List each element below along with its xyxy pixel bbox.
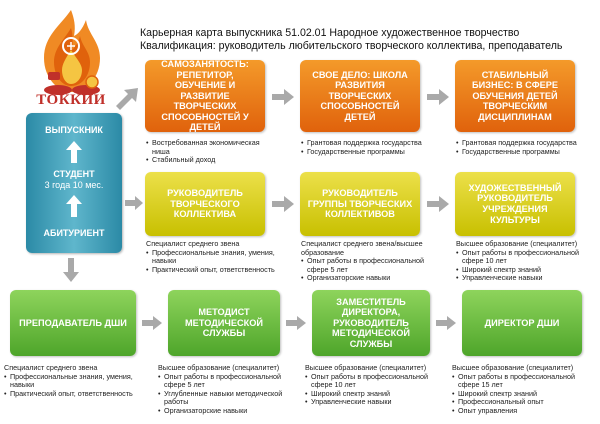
arrow-down-icon (63, 258, 79, 282)
methodist-box: МЕТОДИСТ МЕТОДИЧЕСКОЙ СЛУЖБЫ (168, 290, 280, 356)
dshi-teacher-box: ПРЕПОДАВАТЕЛЬ ДШИ (10, 290, 136, 356)
arrow-right-icon (286, 316, 306, 330)
arrow-right-icon (272, 89, 294, 105)
list-item: Организаторские навыки (158, 406, 290, 416)
dshi-director-box: ДИРЕКТОР ДШИ (462, 290, 582, 356)
list-item: Опыт управления (452, 406, 582, 416)
study-duration: 3 года 10 мес. (44, 180, 104, 190)
desc-intro: Специалист среднего звена (146, 239, 240, 248)
title-line-2: Квалификация: руководитель любительского… (140, 40, 563, 52)
page-title: Карьерная карта выпускника 51.02.01 Наро… (140, 27, 562, 53)
desc-intro: Высшее образование (специалитет) (158, 363, 280, 372)
list-item: Управленческие навыки (456, 274, 580, 283)
own-business-box: СВОЕ ДЕЛО: школа развития творческих спо… (300, 60, 420, 132)
artistic-director-box: ХУДОЖЕСТВЕННЫЙ РУКОВОДИТЕЛЬ УЧРЕЖДЕНИЯ К… (455, 172, 575, 236)
stable-business-box: СТАБИЛЬНЫЙ БИЗНЕС: в сфере обучения дете… (455, 60, 575, 132)
list-item: Стабильный доход (146, 156, 274, 165)
list-item: Опыт работы в профессиональной сфере 5 л… (301, 256, 433, 274)
flame-logo-icon (44, 10, 100, 95)
arrow-up-right-icon (116, 88, 138, 110)
own-business-desc: Грантовая поддержка государства Государс… (301, 138, 425, 157)
list-item: Опыт работы в профессиональной сфере 5 л… (158, 372, 290, 390)
artistic-director-desc: Высшее образование (специалитет) Опыт ра… (456, 239, 580, 283)
student-path-block: ВЫПУСКНИК СТУДЕНТ 3 года 10 мес. АБИТУРИ… (26, 113, 122, 253)
applicant-label: АБИТУРИЕНТ (43, 228, 105, 238)
creative-team-leader-desc: Специалист среднего звена Профессиональн… (146, 239, 276, 275)
list-item: Широкий спектр знаний (305, 389, 433, 399)
list-item: Организаторские навыки (301, 274, 433, 283)
stable-business-desc: Грантовая поддержка государства Государс… (456, 138, 580, 157)
list-item: Опыт работы в профессиональной сфере 10 … (456, 248, 580, 266)
arrow-right-icon (272, 196, 294, 212)
desc-intro: Высшее образование (специалитет) (452, 363, 574, 372)
arrow-right-icon (436, 316, 456, 330)
list-item: Широкий спектр знаний (456, 265, 580, 275)
arrow-up-icon (66, 141, 82, 163)
deputy-director-box: ЗАМЕСТИТЕЛЬ ДИРЕКТОРА, РУКОВОДИТЕЛЬ МЕТО… (312, 290, 430, 356)
list-item: Практический опыт, ответственность (146, 265, 276, 275)
list-item: Опыт работы в профессиональной сфере 10 … (305, 372, 433, 390)
desc-intro: Высшее образование (специалитет) (305, 363, 427, 372)
list-item: Грантовая поддержка государства (301, 138, 425, 148)
arrow-up-icon (66, 195, 82, 217)
logo-text: ТОККИИ (36, 92, 106, 108)
title-line-1: Карьерная карта выпускника 51.02.01 Наро… (140, 27, 520, 39)
arrow-right-icon (427, 89, 449, 105)
desc-intro: Специалист среднего звена/высшее образов… (301, 239, 423, 257)
list-item: Практический опыт, ответственность (4, 389, 154, 399)
list-item: Востребованная экономическая ниша (146, 138, 274, 156)
self-employment-box: САМОЗАНЯТОСТЬ: репетитор, обучение и раз… (145, 59, 265, 132)
arrow-right-icon (427, 196, 449, 212)
list-item: Государственные программы (456, 147, 580, 157)
creative-group-leader-box: РУКОВОДИТЕЛЬ ГРУППЫ ТВОРЧЕСКИХ КОЛЛЕКТИВ… (300, 172, 420, 236)
deputy-director-desc: Высшее образование (специалитет) Опыт ра… (305, 363, 433, 407)
creative-group-leader-desc: Специалист среднего звена/высшее образов… (301, 239, 433, 283)
desc-intro: Высшее образование (специалитет) (456, 239, 578, 248)
graduate-label: ВЫПУСКНИК (45, 125, 103, 135)
list-item: Управленческие навыки (305, 398, 433, 407)
list-item: Опыт работы в профессиональной сфере 15 … (452, 372, 582, 390)
list-item: Профессиональные знания, умения, навыки (4, 372, 154, 390)
list-item: Широкий спектр знаний (452, 389, 582, 399)
creative-team-leader-box: РУКОВОДИТЕЛЬ ТВОРЧЕСКОГО КОЛЛЕКТИВА (145, 172, 265, 236)
arrow-right-icon (142, 316, 162, 330)
desc-intro: Специалист среднего звена (4, 363, 98, 372)
self-employment-desc: Востребованная экономическая ниша Стабил… (146, 138, 274, 165)
list-item: Профессиональные знания, умения, навыки (146, 248, 276, 266)
student-label: СТУДЕНТ (53, 169, 95, 179)
list-item: Углубленные навыки методической работы (158, 389, 290, 407)
list-item: Государственные программы (301, 147, 425, 157)
dshi-teacher-desc: Специалист среднего звена Профессиональн… (4, 363, 154, 399)
arrow-right-icon (125, 196, 143, 210)
dshi-director-desc: Высшее образование (специалитет) Опыт ра… (452, 363, 582, 416)
list-item: Грантовая поддержка государства (456, 138, 580, 148)
list-item: Профессиональный опыт (452, 398, 582, 407)
methodist-desc: Высшее образование (специалитет) Опыт ра… (158, 363, 290, 416)
